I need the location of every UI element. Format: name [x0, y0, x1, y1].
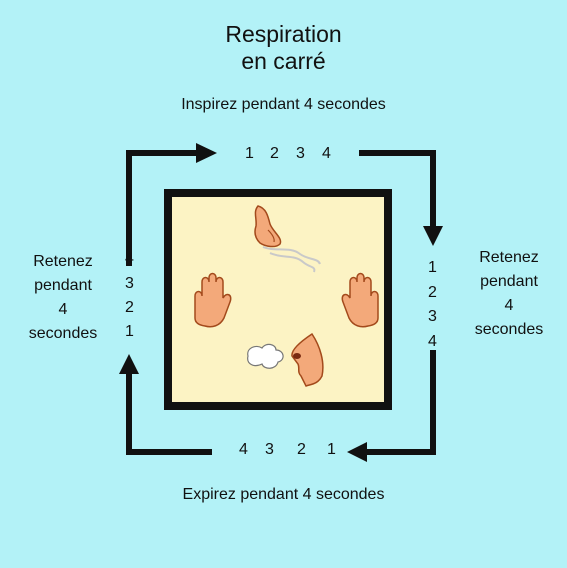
arrow-bottom-right	[365, 350, 436, 455]
exhale-caption: Expirez pendant 4 secondes	[182, 486, 385, 503]
top-count-3: 3	[296, 145, 305, 162]
arrowhead-right	[196, 143, 217, 163]
left-hold-line-2: pendant	[34, 277, 92, 294]
left-hold-line-1: Retenez	[33, 253, 93, 270]
arrow-top-right	[359, 150, 436, 228]
left-hold-label: Retenez pendant 4 secondes	[8, 250, 118, 346]
left-count-1: 1	[125, 323, 134, 340]
left-hold-line-4: secondes	[28, 325, 98, 342]
arrow-top-left	[126, 150, 198, 266]
right-hold-line-1: Retenez	[479, 249, 539, 266]
arrowhead-down	[423, 226, 443, 246]
right-count-3: 3	[428, 308, 437, 325]
title-line-1: Respiration	[225, 21, 342, 47]
arrowhead-up	[119, 354, 139, 374]
arrowhead-left	[347, 442, 367, 462]
bottom-count-4: 4	[239, 441, 248, 458]
top-count-1: 1	[245, 145, 254, 162]
mouth-exhale-icon	[247, 332, 324, 387]
right-hold-line-3: 4	[504, 297, 514, 314]
left-count-2: 2	[125, 299, 134, 316]
right-hold-label: Retenez pendant 4 secondes	[454, 246, 564, 342]
nose-inhale-icon	[254, 205, 321, 273]
cycle-arrows	[126, 150, 436, 455]
left-hold-line-3: 4	[58, 301, 68, 318]
bottom-count-3: 3	[265, 441, 274, 458]
left-count-3: 3	[125, 275, 134, 292]
right-hand-icon	[341, 272, 379, 328]
bottom-count-1: 1	[327, 441, 336, 458]
right-count-2: 2	[428, 284, 437, 301]
arrow-bottom-left	[126, 372, 212, 455]
right-hold-line-2: pendant	[480, 273, 538, 290]
top-count-2: 2	[270, 145, 279, 162]
right-hold-line-4: secondes	[474, 321, 544, 338]
left-count-4: 4	[125, 250, 134, 267]
top-count-4: 4	[322, 145, 331, 162]
title-line-2: en carré	[241, 48, 326, 74]
left-hand-icon	[194, 272, 232, 328]
arrow-heads	[119, 143, 443, 462]
right-count-4: 4	[428, 333, 437, 350]
bottom-count-2: 2	[297, 441, 306, 458]
inhale-caption: Inspirez pendant 4 secondes	[181, 96, 386, 113]
right-count-1: 1	[428, 259, 437, 276]
